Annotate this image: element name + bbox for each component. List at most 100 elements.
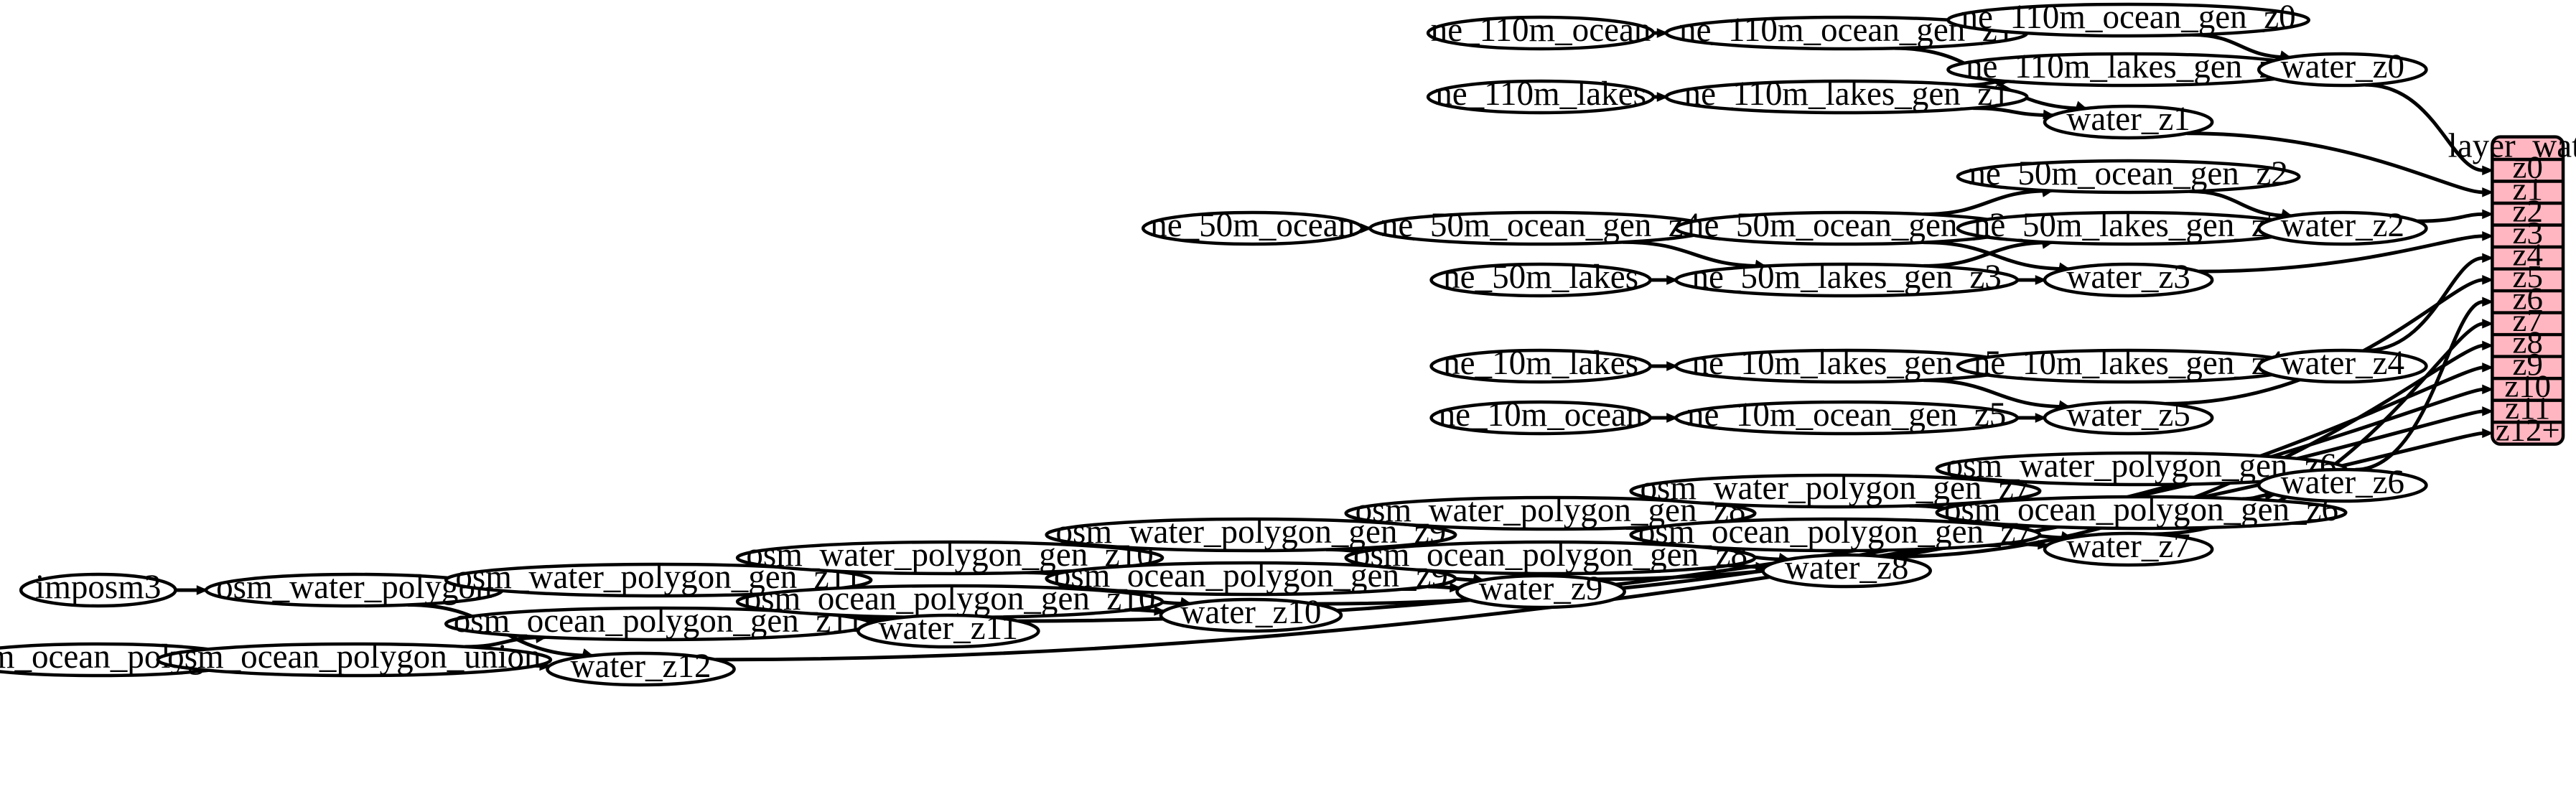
node-ellipse	[1455, 574, 1626, 610]
table-row-z12plus[interactable]: z12+	[2496, 412, 2560, 448]
table-row-z8[interactable]: z8	[2513, 325, 2543, 360]
edge-arrowhead	[2482, 274, 2494, 285]
node-label: ne_50m_ocean_gen_z3	[1687, 207, 2006, 244]
node-ellipse	[2257, 467, 2428, 503]
node-label: ne_110m_lakes_gen_z1	[1684, 75, 2010, 113]
table-row-z9[interactable]: z9	[2513, 346, 2543, 382]
node-label: ne_110m_lakes	[1435, 75, 1646, 113]
node-label: ne_10m_ocean	[1439, 396, 1643, 434]
edge-arrowhead	[2482, 428, 2494, 439]
node-water_z6[interactable]: water_z6	[2257, 464, 2428, 503]
node-ellipse	[1664, 79, 2029, 115]
node-ne_110m_ocean[interactable]: ne_110m_ocean	[1426, 11, 1656, 51]
edge-water_z1-to-layer_water_z1	[2187, 131, 2483, 195]
node-water_z8[interactable]: water_z8	[1761, 549, 1932, 589]
node-ellipse	[1344, 540, 1757, 576]
node-ne_50m_lakes[interactable]: ne_50m_lakes	[1429, 258, 1652, 298]
node-ellipse	[1159, 597, 1343, 633]
node-label: ne_50m_ocean_gen_z4	[1381, 207, 1700, 244]
node-label: ne_10m_lakes_gen_z5	[1691, 345, 2001, 382]
node-ellipse	[1429, 348, 1652, 384]
node-ellipse	[1045, 517, 1457, 553]
node-water_z3[interactable]: water_z3	[2043, 258, 2214, 298]
node-ellipse	[1674, 400, 2020, 436]
edge-arrowhead	[2482, 340, 2494, 351]
node-ne_50m_lakes_gen_z2[interactable]: ne_50m_lakes_gen_z2	[1956, 207, 2301, 246]
node-water_z2[interactable]: water_z2	[2257, 207, 2428, 246]
node-ellipse	[1956, 159, 2301, 195]
edge-arrowhead	[2035, 413, 2047, 423]
node-imposm3[interactable]: imposm3	[19, 569, 177, 608]
node-label: water_z9	[1479, 570, 1603, 607]
edge-arrowhead	[2482, 187, 2494, 197]
edge-arrowhead	[2482, 253, 2494, 263]
node-ellipse	[2043, 104, 2214, 140]
node-water_z11[interactable]: water_z11	[857, 610, 1040, 649]
node-water_z5[interactable]: water_z5	[2043, 396, 2214, 436]
node-ellipse	[1629, 517, 2042, 553]
node-osm_water_polygon_gen_z9[interactable]: osm_water_polygon_gen_z9	[1045, 513, 1457, 553]
node-ne_10m_lakes[interactable]: ne_10m_lakes	[1429, 345, 1652, 384]
node-ne_110m_lakes[interactable]: ne_110m_lakes	[1426, 75, 1656, 115]
node-water_z4[interactable]: water_z4	[2257, 345, 2428, 384]
node-osm_ocean_polygon_union[interactable]: osm_ocean_polygon_union	[156, 638, 553, 678]
table-row-z4[interactable]: z4	[2513, 237, 2543, 273]
edge-water_z2-to-layer_water_z2	[2417, 212, 2483, 223]
table-row-z5[interactable]: z5	[2513, 258, 2543, 294]
edge-water_z5-to-layer_water_z5	[2165, 278, 2484, 406]
table-row-z10[interactable]: z10	[2504, 368, 2551, 404]
edge-arrowhead	[1666, 361, 1679, 371]
node-ne_50m_lakes_gen_z3[interactable]: ne_50m_lakes_gen_z3	[1674, 258, 2020, 298]
node-water_z0[interactable]: water_z0	[2257, 48, 2428, 88]
edge-arrowhead	[2482, 165, 2494, 176]
table-row-z1[interactable]: z1	[2513, 171, 2543, 207]
node-water_z10[interactable]: water_z10	[1159, 594, 1343, 633]
node-water_z12[interactable]: water_z12	[546, 648, 736, 687]
table-row-z6[interactable]: z6	[2513, 281, 2543, 317]
node-ellipse	[2257, 52, 2428, 88]
node-osm_ocean_polygon_gen_z6[interactable]: osm_ocean_polygon_gen_z6	[1935, 491, 2348, 531]
table-row-z0[interactable]: z0	[2513, 149, 2543, 185]
edge-arrowhead	[1755, 561, 1768, 572]
node-label: water_z7	[2066, 528, 2190, 565]
node-ellipse	[2043, 400, 2214, 436]
node-water_z9[interactable]: water_z9	[1455, 570, 1626, 610]
table-row-z11[interactable]: z11	[2505, 390, 2550, 426]
node-label: water_z12	[570, 648, 711, 685]
node-osm_ocean_polygon_gen_z9[interactable]: osm_ocean_polygon_gen_z9	[1045, 557, 1457, 597]
node-ne_50m_ocean_gen_z2[interactable]: ne_50m_ocean_gen_z2	[1956, 155, 2301, 195]
node-label: osm_water_polygon	[216, 569, 492, 606]
node-ellipse	[444, 562, 873, 598]
node-ne_10m_ocean_gen_z5[interactable]: ne_10m_ocean_gen_z5	[1674, 396, 2020, 436]
node-ne_110m_ocean_gen_z0[interactable]: ne_110m_ocean_gen_z0	[1946, 0, 2310, 38]
node-water_z7[interactable]: water_z7	[2043, 528, 2214, 567]
node-ellipse	[156, 642, 553, 678]
node-label: water_z6	[2281, 464, 2405, 501]
edge-arrowhead	[1154, 606, 1166, 616]
node-label: imposm3	[35, 569, 161, 606]
node-label: osm_ocean_polygon_union	[167, 638, 541, 676]
nodes-layer: imposm3 osm_water_polygon osm_ocean_polygo…	[0, 0, 2428, 687]
edge-ne_50m_ocean_gen_z4-to-ne_50m_lakes_gen_z3	[1623, 240, 1765, 269]
table-row-z2[interactable]: z2	[2513, 193, 2543, 229]
node-ne_50m_ocean_gen_z3[interactable]: ne_50m_ocean_gen_z3	[1674, 207, 2020, 246]
node-ne_10m_ocean[interactable]: ne_10m_ocean	[1429, 396, 1652, 436]
node-ne_110m_lakes_gen_z0[interactable]: ne_110m_lakes_gen_z0	[1946, 48, 2310, 88]
node-ne_10m_lakes_gen_z4[interactable]: ne_10m_lakes_gen_z4	[1956, 345, 2301, 384]
node-ne_50m_ocean[interactable]: ne_50m_ocean	[1141, 207, 1364, 246]
node-ne_50m_ocean_gen_z4[interactable]: ne_50m_ocean_gen_z4	[1368, 207, 1714, 246]
edge-ne_10m_lakes_gen_z5-to-water_z5	[1923, 378, 2068, 409]
node-water_z1[interactable]: water_z1	[2043, 101, 2214, 140]
node-osm_water_polygon_gen_z6[interactable]: osm_water_polygon_gen_z6	[1935, 447, 2348, 487]
node-ellipse	[1045, 561, 1457, 597]
edge-ne_50m_ocean_gen_z3-to-ne_50m_ocean_gen_z2	[1923, 189, 2052, 216]
node-label: osm_ocean_polygon_gen_z6	[1944, 491, 2338, 528]
node-ne_110m_lakes_gen_z1[interactable]: ne_110m_lakes_gen_z1	[1664, 75, 2029, 115]
node-ellipse	[1629, 473, 2042, 509]
edge-arrowhead	[2482, 318, 2494, 329]
table-row-z3[interactable]: z3	[2513, 215, 2543, 251]
node-ne_10m_lakes_gen_z5[interactable]: ne_10m_lakes_gen_z5	[1674, 345, 2020, 384]
edge-water_z6-to-layer_water_z6	[2355, 299, 2484, 472]
edge-arrowhead	[2482, 384, 2494, 395]
table-row-z7[interactable]: z7	[2513, 302, 2543, 338]
